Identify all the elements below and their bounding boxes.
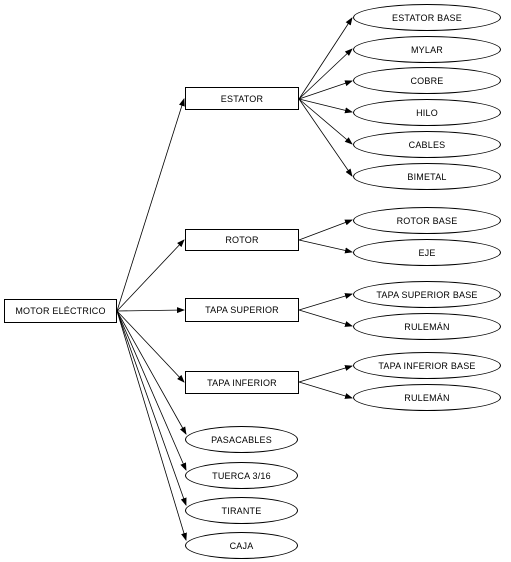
connector-rotor-to-eje <box>298 239 353 254</box>
connector-motor-to-caja <box>116 310 187 541</box>
connector-motor-to-estator <box>116 98 185 312</box>
part-node-bimetal: BIMETAL <box>353 163 501 190</box>
connector-tapa-inferior-to-ruleman-inferior <box>298 381 353 399</box>
part-node-rotor-base: ROTOR BASE <box>353 207 501 234</box>
part-node-ruleman-inferior: RULEMÁN <box>353 384 501 411</box>
component-node-tuerca: TUERCA 3/16 <box>185 462 298 489</box>
part-node-eje: EJE <box>353 239 501 266</box>
component-node-caja: CAJA <box>185 532 298 559</box>
connector-estator-to-hilo <box>298 98 353 114</box>
connector-motor-to-tirante <box>116 310 187 506</box>
part-node-cables: CABLES <box>353 131 501 158</box>
connector-estator-to-cobre <box>298 80 353 100</box>
connector-estator-to-bimetal <box>298 98 353 177</box>
connector-motor-to-tapa-inferior <box>116 310 185 383</box>
connector-motor-to-tapa-superior <box>116 307 185 314</box>
connector-estator-to-estator-base <box>298 17 353 100</box>
part-node-tapa-inferior-base: TAPA INFERIOR BASE <box>353 352 501 379</box>
connector-tapa-superior-to-tapa-superior-base <box>298 293 353 311</box>
connector-motor-to-rotor <box>116 239 185 312</box>
part-node-ruleman-superior: RULEMÁN <box>353 313 501 340</box>
component-node-tirante: TIRANTE <box>185 497 298 524</box>
component-node-tapa-inferior: TAPA INFERIOR <box>185 371 299 394</box>
component-node-rotor: ROTOR <box>185 229 299 251</box>
part-node-mylar: MYLAR <box>353 36 501 63</box>
connector-motor-to-pasacables <box>116 310 187 435</box>
component-node-tapa-superior: TAPA SUPERIOR <box>185 298 299 322</box>
connector-tapa-superior-to-ruleman-superior <box>298 309 353 327</box>
connector-motor-to-tuerca <box>116 310 187 471</box>
part-node-hilo: HILO <box>353 99 501 126</box>
root-node-motor: MOTOR ELÉCTRICO <box>4 299 117 323</box>
part-node-estator-base: ESTATOR BASE <box>353 4 501 31</box>
connector-estator-to-cables <box>298 98 353 145</box>
component-node-pasacables: PASACABLES <box>185 426 298 453</box>
part-node-cobre: COBRE <box>353 67 501 94</box>
connector-rotor-to-rotor-base <box>298 219 353 241</box>
connector-estator-to-mylar <box>298 48 353 100</box>
component-node-estator: ESTATOR <box>185 87 299 110</box>
connector-tapa-inferior-to-tapa-inferior-base <box>298 365 353 383</box>
part-node-tapa-superior-base: TAPA SUPERIOR BASE <box>353 281 501 308</box>
